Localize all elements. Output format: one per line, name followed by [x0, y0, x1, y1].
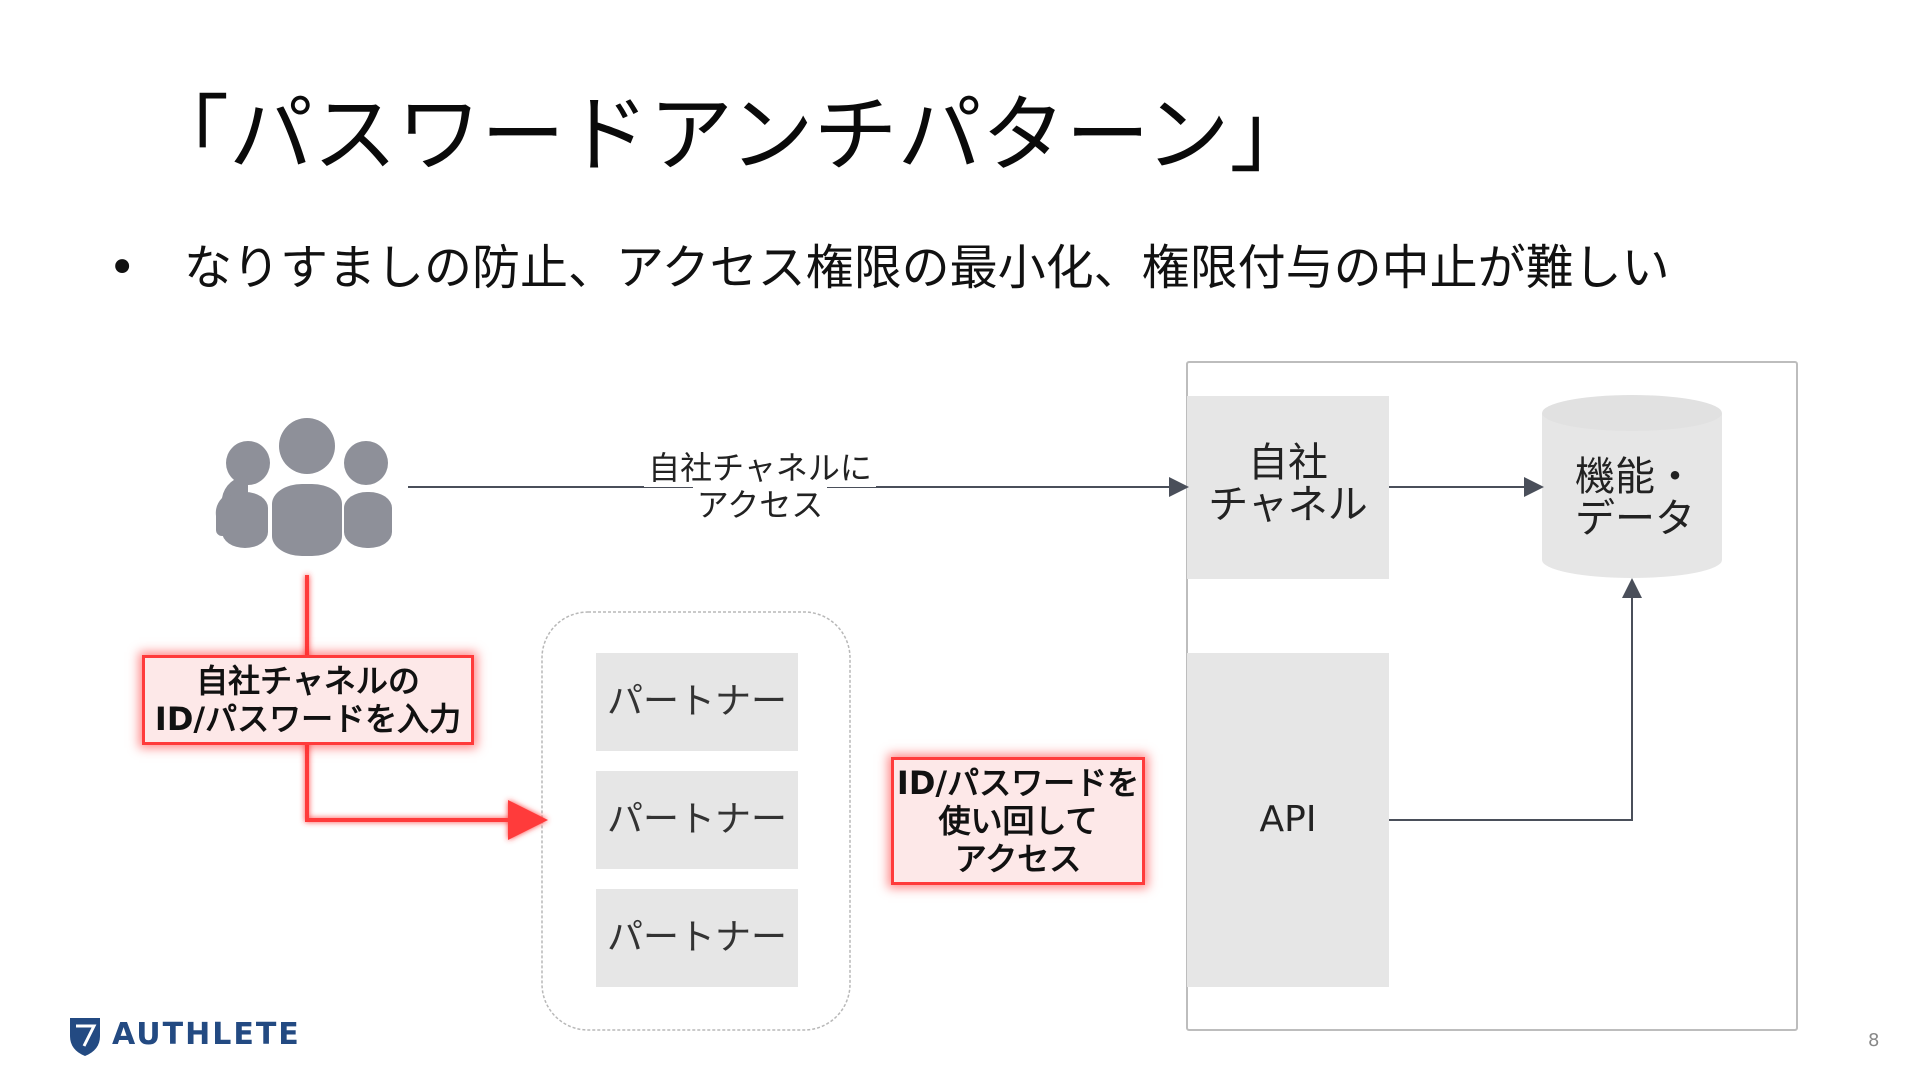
slide-title: 「パスワードアンチパターン」 [145, 86, 1314, 184]
own-channel-label-line-1: 自社 [1248, 440, 1328, 486]
page-number: 8 [1868, 1030, 1880, 1051]
bullet-marker: • [108, 240, 137, 296]
direct-access-label-line-2: アクセス [692, 486, 828, 524]
api-label: API [1259, 799, 1317, 840]
callout-reuse-line-1: ID/パスワードを [896, 764, 1140, 802]
partner-box-1 [596, 653, 798, 751]
function-data-label-line-2: データ [1575, 496, 1695, 542]
partner-box-3 [596, 889, 798, 987]
direct-access-label-line-1: 自社チャネルに [644, 449, 876, 487]
own-channel-label: 自社 チャネル [1187, 442, 1389, 526]
partner-label-2: パートナー [606, 799, 787, 840]
callout-enter-line-1: 自社チャネルの [196, 662, 420, 700]
authlete-shield-icon [70, 1018, 100, 1056]
own-channel-label-line-2: チャネル [1208, 482, 1368, 528]
callout-reuse-line-2: 使い回して [938, 802, 1098, 840]
own-channel-box [1187, 396, 1389, 579]
partner-box-2 [596, 771, 798, 869]
callout-enter-line-2: ID/パスワードを入力 [154, 700, 462, 738]
function-data-label-line-1: 機能・ [1575, 454, 1695, 500]
bullet-text: なりすましの防止、アクセス権限の最小化、権限付与の中止が難しい [184, 240, 1670, 296]
function-data-label: 機能・ データ [1545, 456, 1725, 540]
direct-access-label: 自社チャネルに アクセス [640, 449, 880, 524]
callout-enter-credentials: 自社チャネルの ID/パスワードを入力 [142, 655, 474, 745]
users-icon [215, 418, 392, 556]
authlete-logo-text: AUTHLETE [112, 1017, 301, 1052]
callout-reuse-credentials: ID/パスワードを 使い回して アクセス [891, 757, 1145, 885]
api-to-data-arrow [1389, 578, 1642, 821]
partner-label-1: パートナー [606, 681, 787, 722]
database-icon [1542, 395, 1722, 578]
api-box [1187, 653, 1389, 987]
partner-label-3: パートナー [606, 917, 787, 958]
callout-reuse-line-3: アクセス [954, 840, 1082, 878]
